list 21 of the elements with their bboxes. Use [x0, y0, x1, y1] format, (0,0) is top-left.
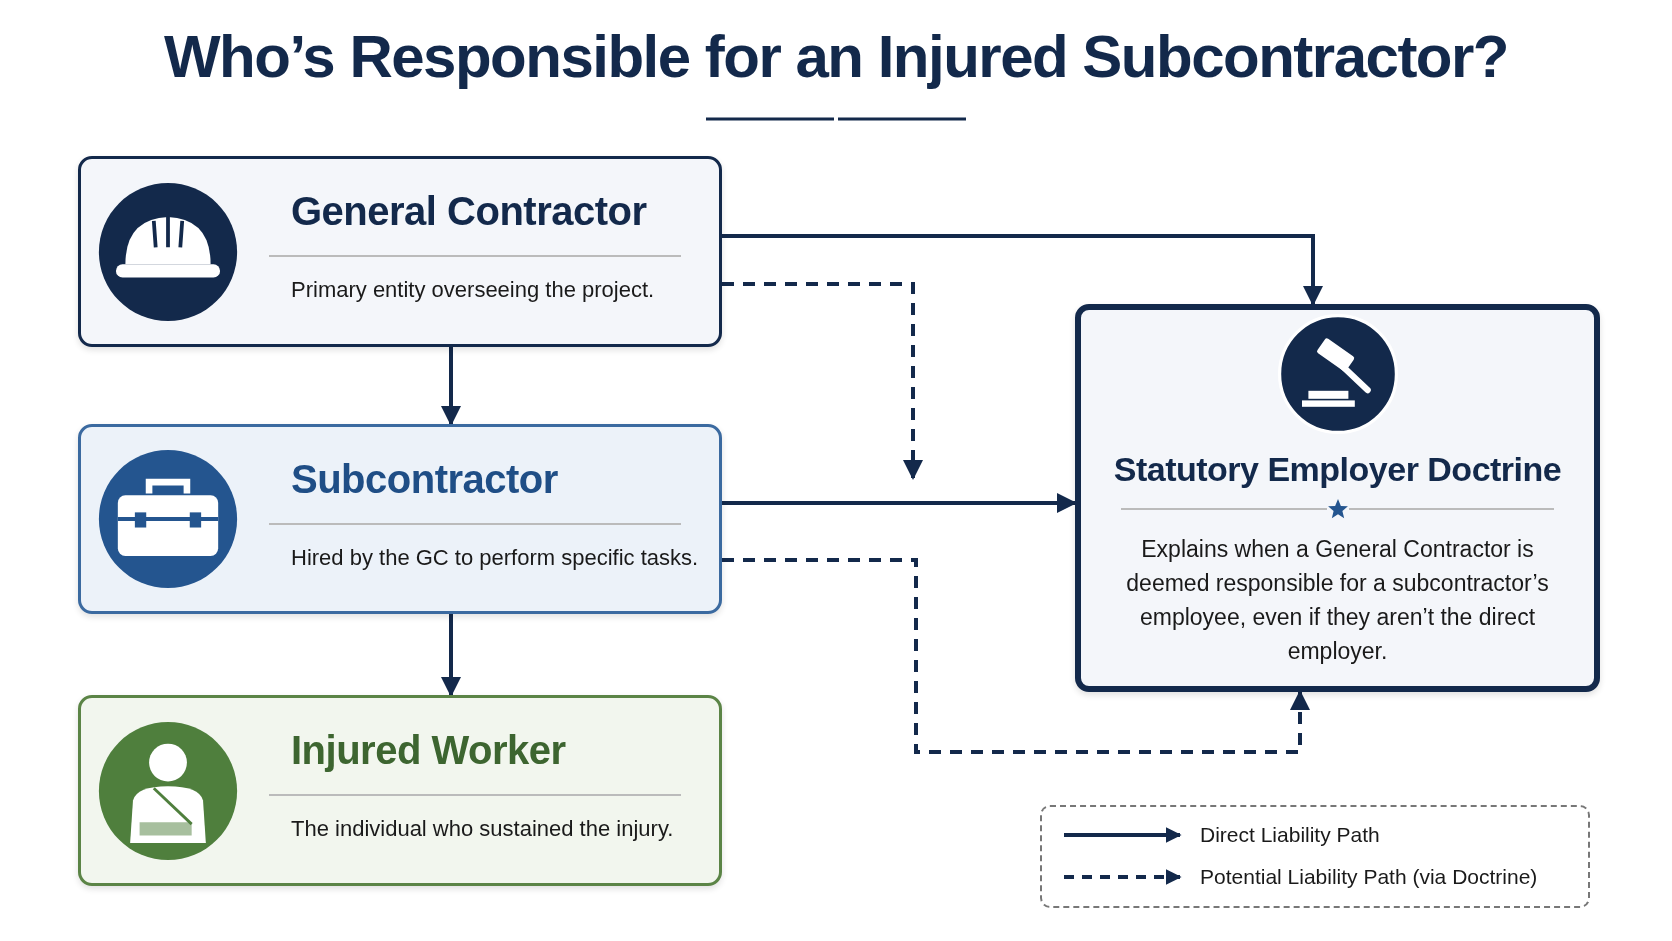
- description-text: Hired by the GC to perform specific tasks.: [291, 545, 700, 571]
- legend-text: Potential Liability Path (via Doctrine): [1200, 864, 1538, 890]
- legend-text: Direct Liability Path: [1200, 822, 1380, 848]
- process-box: [78, 695, 722, 886]
- arrow: [441, 614, 461, 697]
- arrow: [722, 558, 1310, 754]
- description-text: The individual who sustained the injury.: [291, 816, 675, 842]
- arrow: [722, 282, 923, 480]
- heading: Subcontractor: [291, 457, 558, 502]
- process-box: [78, 424, 722, 614]
- heading: Statutory Employer Doctrine: [1112, 450, 1563, 489]
- title: Who’s Responsible for an Injured Subcontractor?: [162, 22, 1509, 91]
- heading: General Contractor: [291, 189, 647, 234]
- heading: Injured Worker: [291, 728, 566, 773]
- arrow: [441, 347, 461, 426]
- arrow: [722, 493, 1077, 513]
- description-text: Primary entity overseeing the project.: [291, 277, 656, 303]
- process-box: [78, 156, 722, 347]
- description-text: Explains when a General Contractor is deemed responsible for a subcontractor’s employee, even if they aren’t the direct employer.: [1126, 535, 1549, 666]
- arrow: [722, 234, 1323, 306]
- process-box: [1075, 304, 1600, 692]
